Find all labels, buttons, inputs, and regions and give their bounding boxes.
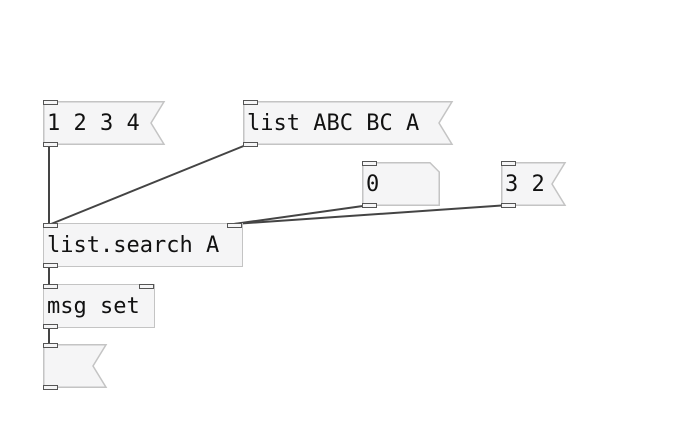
message-text: 1 2 3 4 (47, 111, 140, 136)
outlet-left[interactable] (501, 202, 516, 208)
object-box-msg-set[interactable]: msg set (42, 283, 155, 329)
inlet-left[interactable] (43, 342, 58, 348)
object-text: list.search A (47, 233, 220, 258)
inlet-right[interactable] (139, 283, 154, 289)
object-box-list-search[interactable]: list.search A (42, 222, 243, 268)
message-box-outline (243, 101, 454, 145)
message-box-outline (501, 162, 567, 206)
number-box[interactable]: 0 (362, 160, 440, 208)
outlet-left[interactable] (243, 141, 258, 147)
inlet-left[interactable] (42, 283, 58, 289)
cord-number-to-search-right[interactable] (233, 204, 371, 225)
message-text: list ABC BC A (247, 111, 420, 136)
message-box-3-2[interactable]: 3 2 (501, 160, 567, 208)
inlet-left[interactable] (42, 222, 58, 228)
inlet-left[interactable] (501, 160, 516, 166)
cord-32-to-search-right[interactable] (233, 204, 510, 225)
message-text: 3 2 (505, 172, 545, 197)
message-box-outline (43, 344, 108, 388)
outlet-left[interactable] (42, 323, 58, 329)
number-value: 0 (366, 172, 380, 197)
outlet-left[interactable] (43, 141, 58, 147)
inlet-left[interactable] (362, 160, 377, 166)
inlet-right[interactable] (227, 222, 242, 228)
inlet-left[interactable] (243, 99, 258, 105)
outlet-left[interactable] (42, 262, 58, 268)
message-box-1234[interactable]: 1 2 3 4 (43, 99, 166, 147)
output-message-box[interactable] (43, 342, 108, 390)
outlet-left[interactable] (362, 202, 377, 208)
cord-abc-to-search[interactable] (50, 142, 252, 225)
number-box-outline (362, 162, 440, 206)
inlet-left[interactable] (43, 99, 58, 105)
object-text: msg set (47, 294, 140, 319)
message-box-outline (43, 101, 166, 145)
message-box-list-abc[interactable]: list ABC BC A (243, 99, 454, 147)
outlet-left[interactable] (43, 384, 58, 390)
